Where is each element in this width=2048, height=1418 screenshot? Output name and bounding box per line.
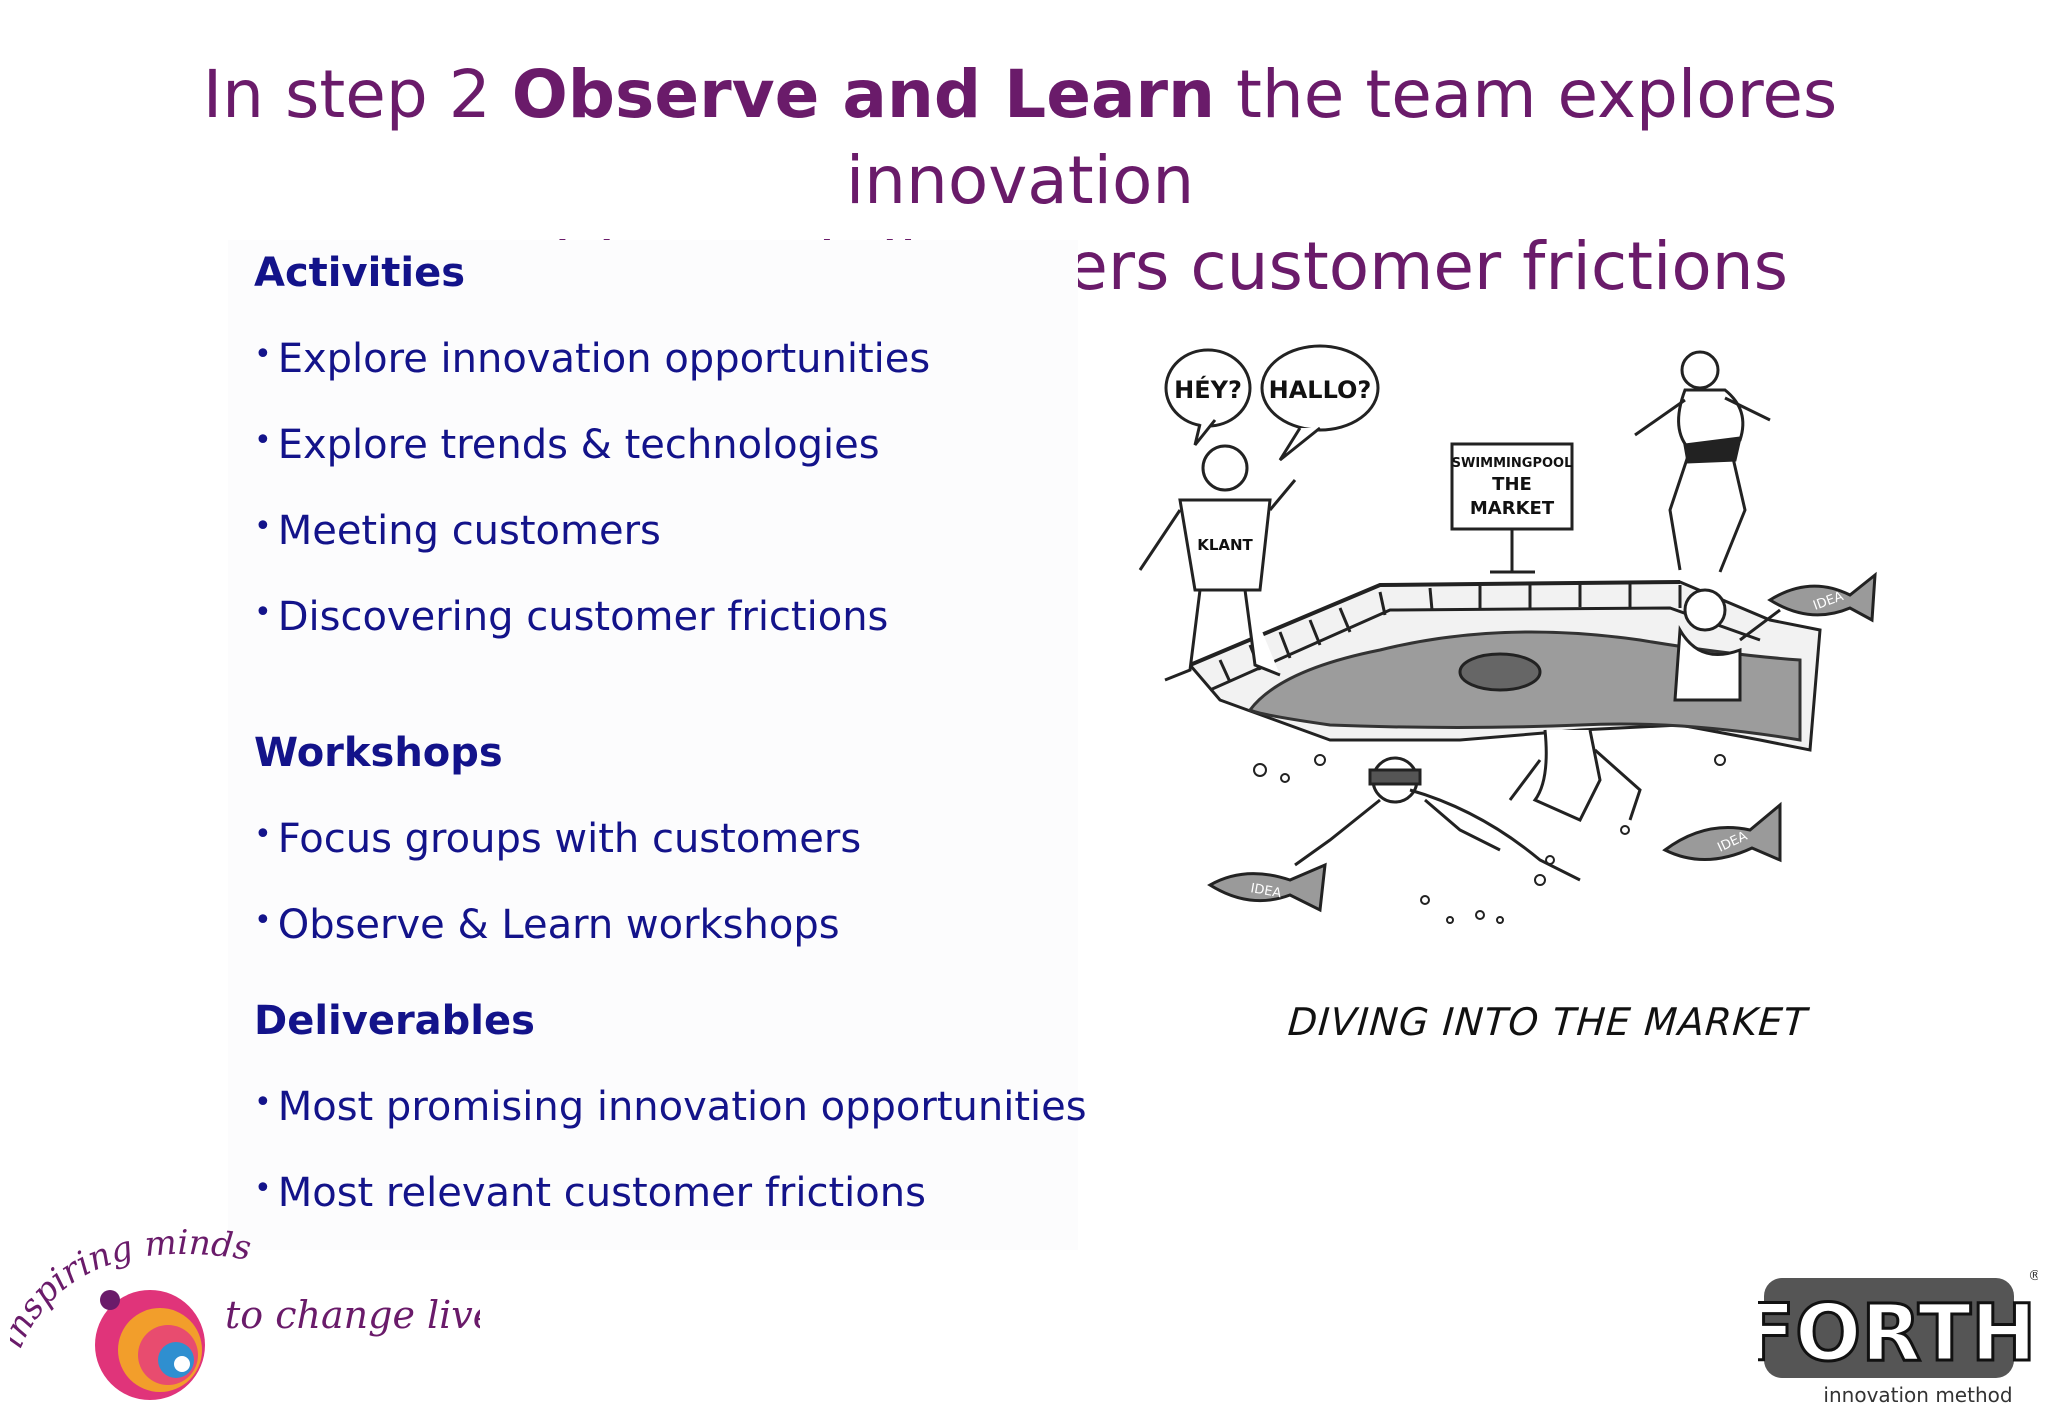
workshop-item: •Focus groups with customers	[254, 816, 862, 862]
deliverables-heading: Deliverables	[254, 998, 535, 1044]
title-prefix: In step 2	[202, 56, 512, 133]
pool	[1187, 580, 1822, 752]
standing-diver	[1634, 350, 1771, 573]
water-bubbles	[1253, 754, 1726, 924]
klant-figure: KLANT	[1138, 444, 1297, 682]
logo-right-sub: innovation method	[1823, 1383, 2012, 1407]
speech-bubbles: HÉY? HALLO?	[1164, 344, 1380, 462]
inspiring-minds-logo: inspiring minds to change lives	[10, 1223, 480, 1400]
surfacing-swimmer	[1673, 588, 1781, 702]
workshop-item: •Observe & Learn workshops	[254, 902, 840, 948]
deliverable-item: •Most promising innovation opportunities	[254, 1084, 1087, 1130]
activities-heading: Activities	[254, 250, 466, 296]
cartoon-caption: DIVING INTO THE MARKET	[1286, 1000, 1810, 1044]
bubble-hey: HÉY?	[1174, 375, 1242, 404]
forth-logo: FORTH ® innovation method	[1758, 1268, 2038, 1407]
title-suffix: the team explores innovation	[845, 56, 1838, 219]
title-bold: Observe and Learn	[511, 56, 1216, 133]
idea-fish: IDEA IDEA IDEA	[1207, 571, 1877, 913]
activity-item: •Explore innovation opportunities	[254, 336, 931, 382]
deliverable-item: •Most relevant customer frictions	[254, 1170, 926, 1216]
logo-right-name: FORTH	[1758, 1289, 2036, 1379]
sign-line3: MARKET	[1470, 498, 1555, 519]
shirt-text: KLANT	[1197, 536, 1253, 554]
registered-mark: ®	[2028, 1268, 2038, 1284]
workshops-heading: Workshops	[254, 730, 503, 776]
activity-item: •Discovering customer frictions	[254, 594, 889, 640]
sign-line1: SWIMMINGPOOL	[1452, 456, 1573, 471]
bubble-hallo: HALLO?	[1269, 376, 1372, 404]
activity-item: •Meeting customers	[254, 508, 661, 554]
sign-line2: THE	[1492, 474, 1532, 495]
fish-label: IDEA	[1249, 881, 1282, 901]
logo-left-line2: to change lives	[225, 1293, 480, 1337]
underwater-swimmers	[1294, 729, 1642, 882]
diving-into-market-cartoon: SWIMMINGPOOL THE MARKET HÉY? HALLO? KLAN…	[1138, 344, 1877, 924]
activity-item: •Explore trends & technologies	[254, 422, 880, 468]
content-panel	[228, 240, 1078, 1250]
swimmingpool-sign: SWIMMINGPOOL THE MARKET	[1450, 442, 1574, 574]
